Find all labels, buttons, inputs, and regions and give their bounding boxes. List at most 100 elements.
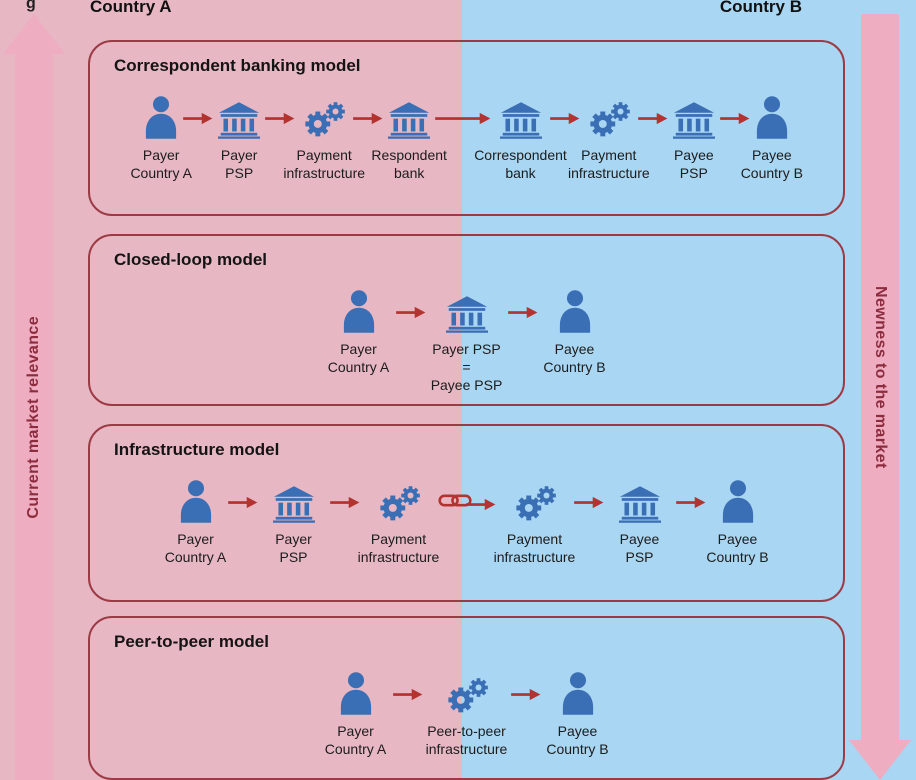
bank-icon-glyph xyxy=(388,102,430,139)
arrow-icon xyxy=(393,688,423,701)
right-axis-label: Newness to the market xyxy=(872,285,889,469)
bank-icon-glyph xyxy=(218,102,260,139)
person-icon-glyph xyxy=(755,95,789,139)
gears-icon xyxy=(511,475,559,523)
person-icon xyxy=(179,475,213,523)
person-icon-glyph xyxy=(339,671,373,715)
person-icon xyxy=(755,91,789,139)
right-axis-arrow: Newness to the market xyxy=(849,14,911,780)
model-title: Infrastructure model xyxy=(114,440,280,459)
flow-arrow xyxy=(228,496,258,509)
arrow-icon xyxy=(676,496,706,509)
gears-icon-glyph xyxy=(375,484,423,523)
arrow-icon xyxy=(511,688,541,701)
flow-arrow xyxy=(508,306,538,319)
arrow-icon xyxy=(396,306,426,319)
person-icon-glyph xyxy=(721,479,755,523)
person-icon-glyph xyxy=(561,671,595,715)
arrow-icon xyxy=(228,496,258,509)
country-a-header: Country A xyxy=(90,0,172,16)
left-axis-label: Current market relevance xyxy=(25,315,42,519)
bank-icon xyxy=(388,91,430,139)
bank-icon-glyph xyxy=(673,102,715,139)
right-axis-shaft: Newness to the market xyxy=(861,14,899,740)
chain-link-icon xyxy=(438,492,472,509)
person-icon xyxy=(339,667,373,715)
bank-icon xyxy=(619,475,661,523)
flow-arrow xyxy=(638,112,668,125)
person-icon xyxy=(561,667,595,715)
flow-arrow xyxy=(550,112,580,125)
person-icon xyxy=(144,91,178,139)
bank-icon-glyph xyxy=(273,486,315,523)
flow-arrow xyxy=(183,112,213,125)
flow-arrow xyxy=(265,112,295,125)
bank-icon-glyph xyxy=(619,486,661,523)
left-axis-shaft: Current market relevance xyxy=(15,54,53,780)
arrow-icon xyxy=(508,306,538,319)
flow-arrow xyxy=(353,112,383,125)
arrow-icon xyxy=(574,496,604,509)
person-icon xyxy=(721,475,755,523)
model-title: Correspondent banking model xyxy=(114,56,361,75)
arrow-icon xyxy=(183,112,213,125)
left-axis-arrow: Current market relevance xyxy=(3,14,65,780)
flow-node: Payer PSP=Payee PSP xyxy=(431,285,502,395)
person-icon xyxy=(558,285,592,333)
bank-icon xyxy=(273,475,315,523)
flow-arrow xyxy=(511,688,541,701)
person-icon-glyph xyxy=(342,289,376,333)
bank-icon xyxy=(446,285,488,333)
bank-icon-glyph xyxy=(500,102,542,139)
person-icon xyxy=(342,285,376,333)
flow-arrow xyxy=(720,112,750,125)
arrow-icon xyxy=(330,496,360,509)
flow-arrow xyxy=(676,496,706,509)
person-icon-glyph xyxy=(558,289,592,333)
gears-icon xyxy=(585,91,633,139)
gears-icon xyxy=(300,91,348,139)
person-icon-glyph xyxy=(144,95,178,139)
flow-arrow-long xyxy=(435,112,491,125)
